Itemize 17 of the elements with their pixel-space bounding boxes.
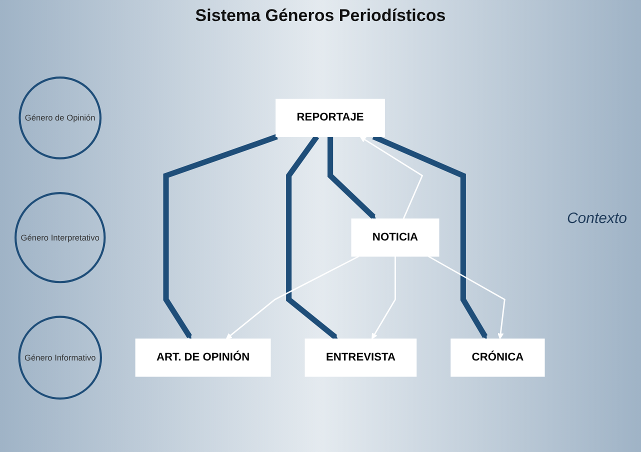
arrow [328,136,376,220]
node-circle: Género Informativo [18,316,102,400]
diagram-title: Sistema Géneros Periodísticos [194,6,447,26]
node-circle: Género de Opinión [18,76,102,160]
node-box: REPORTAJE [276,98,385,137]
arrow [428,256,506,340]
arrow [163,134,278,340]
arrow [226,256,360,340]
node-box: CRÓNICA [450,338,545,377]
node-box: ENTREVISTA [304,338,417,377]
node-box: NOTICIA [351,218,440,257]
node-circle: Género Interpretativo [14,192,106,284]
arrow [372,256,396,340]
arrow [360,136,424,220]
node-box: ART. DE OPINIÓN [135,338,271,377]
side-label: Contexto [566,210,627,227]
arrow [286,135,338,340]
